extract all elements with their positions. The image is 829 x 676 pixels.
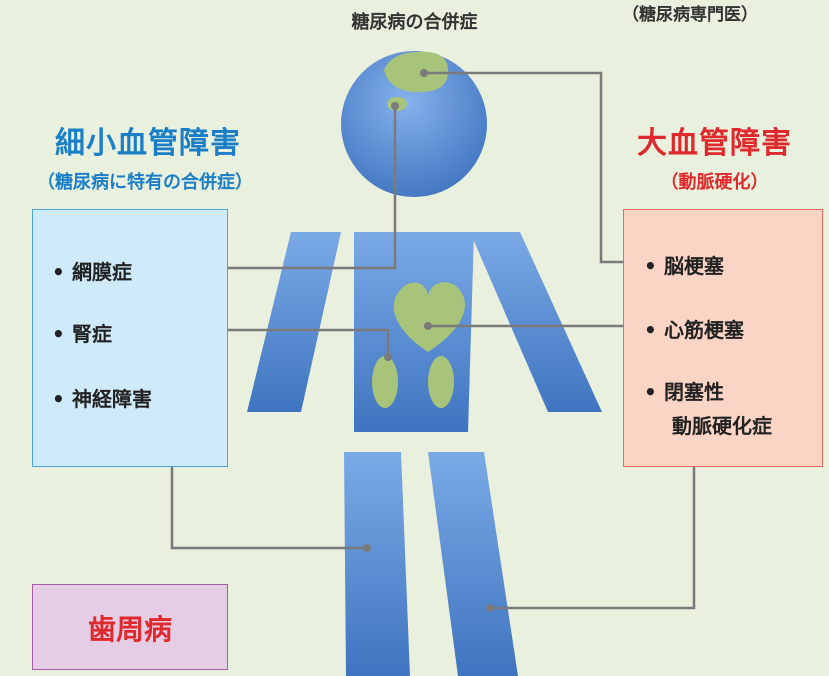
right-leg bbox=[428, 452, 518, 676]
micro-item-nephropathy: • 腎症 bbox=[52, 318, 112, 347]
micro-item-retinopathy: • 網膜症 bbox=[52, 256, 132, 285]
microvascular-subheading: （糖尿病に特有の合併症） bbox=[37, 172, 253, 193]
item-label: 心筋梗塞 bbox=[664, 318, 744, 342]
connector-dot bbox=[384, 353, 392, 361]
item-label: 腎症 bbox=[72, 322, 112, 346]
corner-note: （糖尿病専門医） bbox=[622, 5, 758, 25]
periodontal-label: 歯周病 bbox=[87, 613, 172, 646]
right-arm bbox=[470, 232, 602, 412]
microvascular-box bbox=[32, 209, 228, 467]
item-label: 網膜症 bbox=[72, 260, 132, 284]
head bbox=[341, 51, 487, 197]
macrovascular-subheading: （動脈硬化） bbox=[660, 172, 769, 193]
right-kidney bbox=[428, 356, 454, 408]
bullet: • bbox=[644, 254, 657, 278]
macrovascular-heading: 大血管障害 bbox=[637, 126, 792, 161]
item-label: 脳梗塞 bbox=[664, 254, 724, 278]
micro-item-neuropathy: • 神経障害 bbox=[52, 383, 152, 412]
bullet: • bbox=[644, 318, 657, 342]
connector-dot bbox=[420, 69, 428, 77]
bullet: • bbox=[52, 260, 65, 284]
connector-dot bbox=[363, 544, 371, 552]
heart-organ bbox=[393, 282, 466, 352]
left-leg bbox=[344, 452, 410, 676]
macro-item-mi: • 心筋梗塞 bbox=[644, 314, 744, 343]
connector-pad bbox=[490, 452, 696, 610]
connector-retinopathy bbox=[167, 106, 397, 270]
item-label: 神経障害 bbox=[72, 387, 152, 411]
left-arm bbox=[247, 232, 341, 412]
bullet: • bbox=[52, 322, 65, 346]
item-label: 閉塞性 bbox=[664, 380, 724, 404]
brain-organ bbox=[384, 51, 449, 93]
connector-dot bbox=[486, 604, 494, 612]
periodontal-box bbox=[32, 584, 228, 670]
bullet: • bbox=[52, 387, 65, 411]
connector-dot bbox=[391, 102, 399, 110]
diagram-title: 糖尿病の合併症 bbox=[351, 12, 478, 33]
connector-dot bbox=[424, 322, 432, 330]
macro-item-pad-line2: 動脈硬化症 bbox=[672, 414, 772, 438]
microvascular-heading: 細小血管障害 bbox=[55, 126, 241, 161]
bullet: • bbox=[644, 380, 657, 404]
macrovascular-box bbox=[623, 209, 823, 467]
left-kidney bbox=[372, 356, 398, 408]
macro-item-pad-line1: • 閉塞性 bbox=[644, 376, 724, 405]
connector-stroke bbox=[424, 71, 640, 264]
macro-item-stroke: • 脳梗塞 bbox=[644, 250, 724, 279]
